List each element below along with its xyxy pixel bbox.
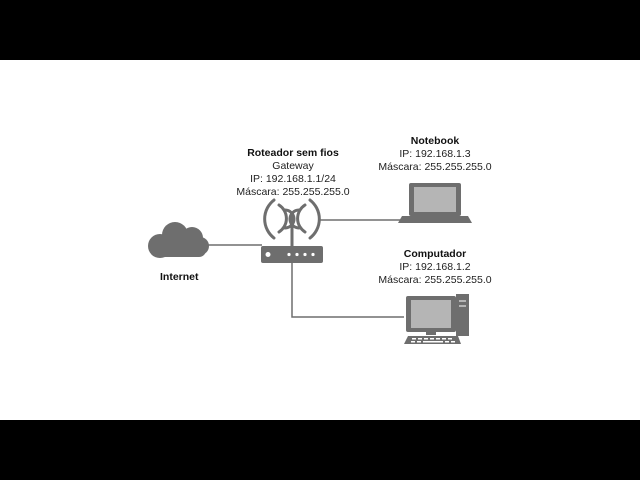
- computer-label: Computador IP: 192.168.1.2 Máscara: 255.…: [372, 248, 498, 287]
- diagram-canvas: [148, 183, 472, 344]
- notebook-ip: IP: 192.168.1.3: [399, 148, 471, 160]
- desktop-computer-icon: [404, 294, 469, 344]
- notebook-mask: Máscara: 255.255.255.0: [378, 161, 492, 173]
- router-ip: IP: 192.168.1.1/24: [250, 173, 336, 185]
- notebook-label: Notebook IP: 192.168.1.3 Máscara: 255.25…: [372, 135, 498, 174]
- link-router-computer: [291, 262, 404, 318]
- router-icon: [261, 198, 323, 263]
- router-label: Roteador sem fios Gateway IP: 192.168.1.…: [232, 147, 354, 199]
- network-diagram: Roteador sem fios Gateway IP: 192.168.1.…: [0, 60, 640, 420]
- computer-title: Computador: [403, 248, 467, 260]
- notebook-title: Notebook: [410, 135, 460, 147]
- router-role: Gateway: [272, 160, 314, 172]
- wifi-icon: [263, 198, 321, 240]
- letterbox-top: [0, 0, 640, 60]
- computer-mask: Máscara: 255.255.255.0: [378, 274, 492, 286]
- computer-ip: IP: 192.168.1.2: [399, 261, 471, 273]
- cloud-icon: [148, 222, 209, 258]
- laptop-icon: [398, 183, 472, 223]
- internet-label: Internet: [160, 271, 199, 283]
- router-title: Roteador sem fios: [247, 147, 339, 159]
- router-mask: Máscara: 255.255.255.0: [236, 186, 350, 198]
- letterbox-bottom: [0, 420, 640, 480]
